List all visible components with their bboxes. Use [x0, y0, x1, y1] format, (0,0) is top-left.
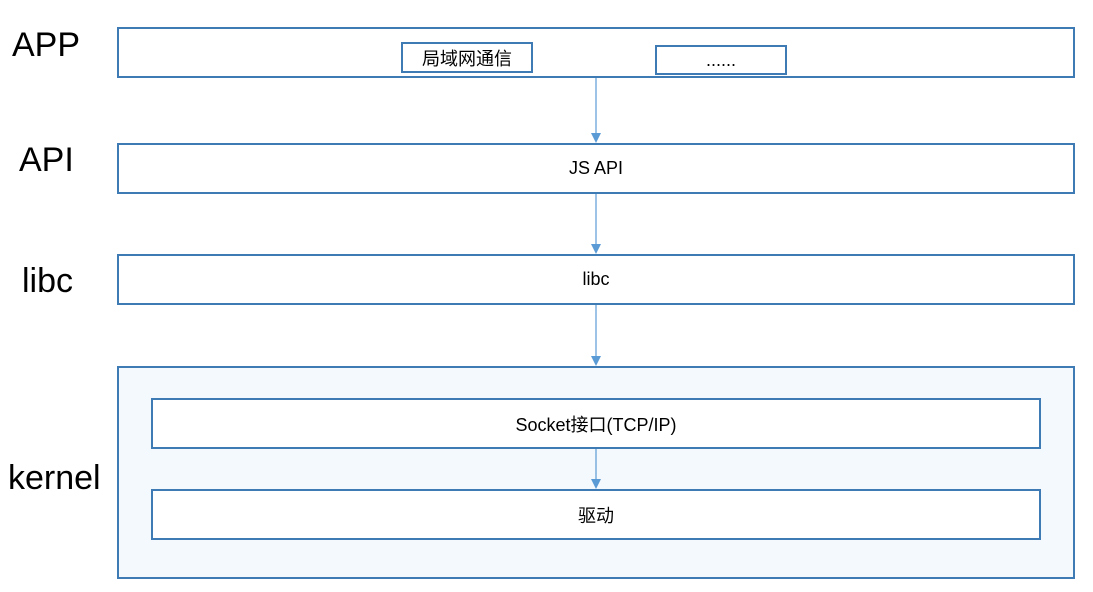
arrow-app-to-api [591, 78, 601, 143]
js-api-box: JS API [117, 143, 1075, 194]
libc-box: libc [117, 254, 1075, 305]
arrow-api-to-libc [591, 194, 601, 254]
arrow-socket-to-driver [591, 449, 601, 489]
layer-label-api: API [19, 141, 74, 179]
layer-label-kernel: kernel [8, 459, 101, 497]
layer-label-libc: libc [22, 262, 74, 300]
arrow-libc-to-kernel [591, 305, 601, 366]
driver-box: 驱动 [151, 489, 1041, 540]
socket-interface-box: Socket接口(TCP/IP) [151, 398, 1041, 449]
layer-label-app: APP [12, 26, 81, 64]
lan-communication-box: 局域网通信 [401, 42, 533, 73]
app-layer-box [117, 27, 1075, 78]
more-apps-box: ...... [655, 45, 787, 75]
